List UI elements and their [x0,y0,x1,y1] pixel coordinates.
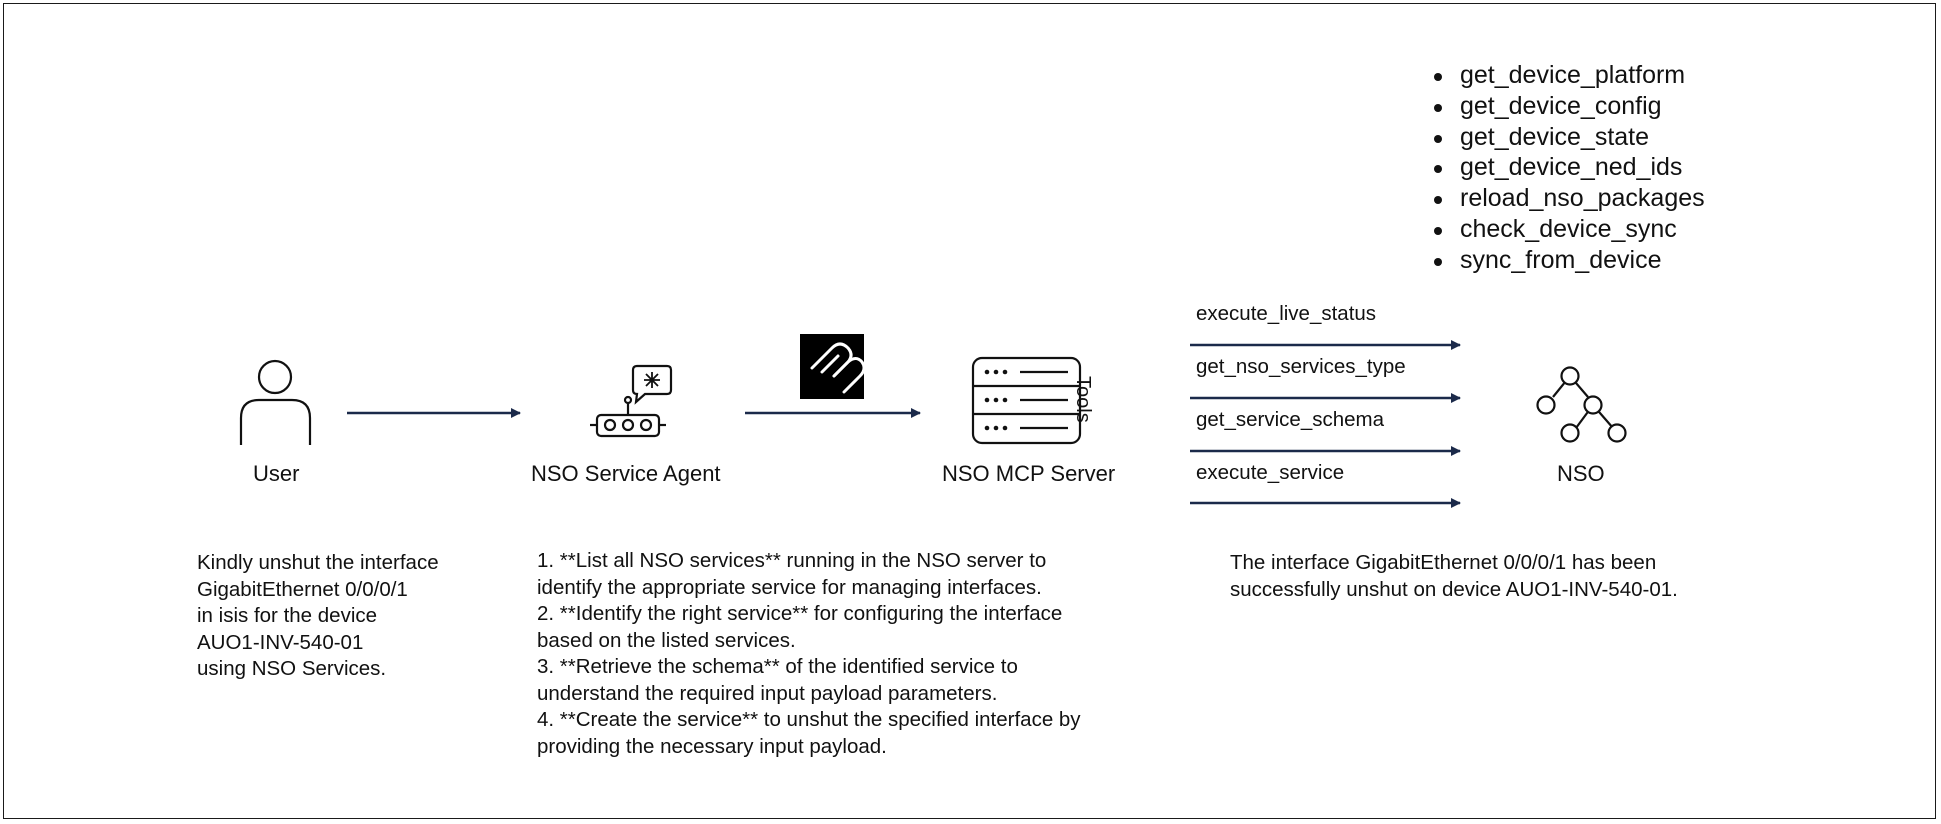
tool-list-item: get_device_state [1430,122,1705,153]
plan-line: identify the appropriate service for man… [537,575,1042,599]
tool-list-item: sync_from_device [1430,245,1705,276]
nso-label: NSO [1557,461,1605,486]
tool-call-label: get_nso_services_type [1196,355,1406,378]
prompt-line: using NSO Services. [197,657,387,680]
result-text: The interface GigabitEthernet 0/0/0/1 ha… [1230,550,1678,603]
tool-list-item: get_device_config [1430,91,1705,122]
mcp-logo-icon [800,334,866,399]
diagram-frame [3,3,1936,819]
prompt-line: Kindly unshut the interface [197,551,439,574]
user-icon [239,359,312,445]
tool-list-item: get_device_ned_ids [1430,152,1705,183]
tool-list-item: reload_nso_packages [1430,183,1705,214]
tool-call-label: execute_service [1196,461,1345,484]
tool-call-label: get_service_schema [1196,408,1385,431]
tool-list-item: check_device_sync [1430,214,1705,245]
plan-line: providing the necessary input payload. [537,734,887,758]
tool-list-item: get_device_platform [1430,60,1705,91]
available-tools-list: get_device_platform get_device_config ge… [1430,60,1705,276]
plan-line: understand the required input payload pa… [537,681,998,705]
prompt-line: GigabitEthernet 0/0/0/1 [197,577,408,601]
plan-line: 4. **Create the service** to unshut the … [537,708,1081,731]
agent-plan-text: 1. **List all NSO services** running in … [537,548,1081,760]
tools-side-label: Tools [1072,376,1094,423]
prompt-line: in isis for the device [197,604,378,627]
result-line: The interface GigabitEthernet 0/0/0/1 ha… [1230,551,1657,574]
network-tree-icon [1536,366,1627,443]
plan-line: based on the listed services. [537,628,796,652]
robot-agent-icon [590,364,673,438]
plan-line: 1. **List all NSO services** running in … [537,549,1047,572]
prompt-line: AUO1-INV-540-01 [197,630,364,654]
user-prompt-text: Kindly unshut the interface GigabitEther… [197,550,439,683]
result-line: successfully unshut on device AUO1-INV-5… [1230,577,1678,601]
server-icon [971,356,1082,445]
agent-label: NSO Service Agent [531,461,721,486]
tool-call-label: execute_live_status [1196,302,1377,325]
user-label: User [253,461,300,486]
plan-line: 2. **Identify the right service** for co… [537,602,1063,625]
plan-line: 3. **Retrieve the schema** of the identi… [537,655,1018,678]
mcp-server-label: NSO MCP Server [942,461,1116,486]
